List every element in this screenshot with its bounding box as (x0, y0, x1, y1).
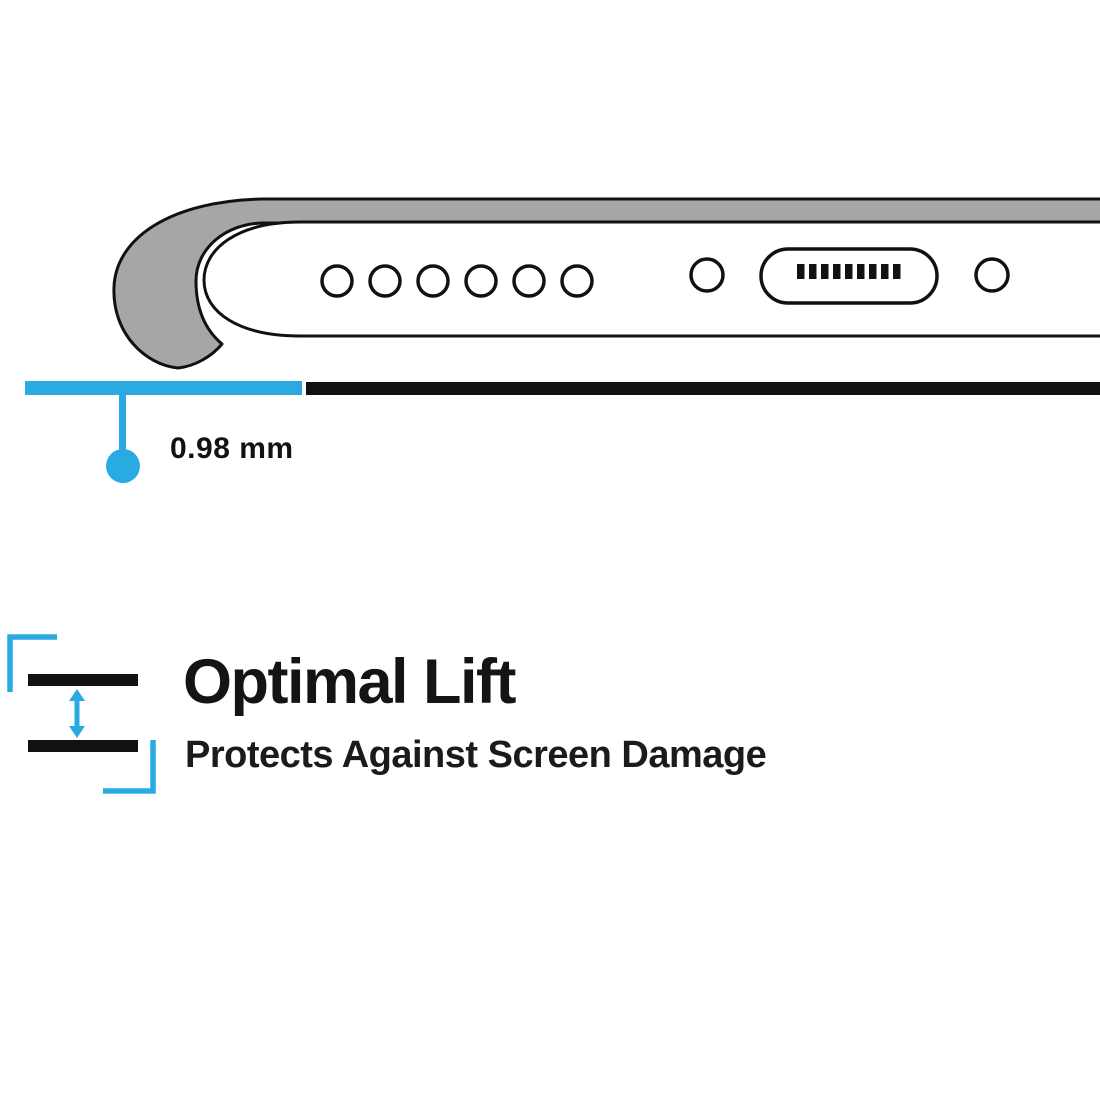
measurement-pointer-line (119, 394, 126, 452)
screw-hole-right (974, 257, 1010, 293)
lift-measurement (25, 381, 1100, 483)
bracket-bottom-right-icon (103, 740, 156, 794)
charging-port-pins (797, 264, 901, 279)
optimal-lift-icon (7, 634, 156, 794)
measurement-pointer-dot (106, 449, 140, 483)
phone-body-group (202, 220, 1100, 338)
charging-port (759, 247, 939, 305)
case-lip-shape (112, 197, 1100, 370)
feature-title: Optimal Lift (183, 647, 516, 717)
speaker-hole (320, 264, 354, 298)
speaker-hole (416, 264, 450, 298)
speaker-holes (320, 264, 594, 298)
feature-subtitle: Protects Against Screen Damage (185, 734, 767, 776)
speaker-hole (512, 264, 546, 298)
speaker-hole (464, 264, 498, 298)
lift-measurement-value: 0.98 mm (170, 432, 294, 465)
bracket-top-left-icon (7, 634, 57, 692)
screw-hole-left (689, 257, 725, 293)
speaker-hole (368, 264, 402, 298)
screen-surface-bar-bottom (28, 740, 138, 752)
case-shell (112, 197, 1100, 370)
vertical-arrow-icon (69, 689, 85, 738)
lift-gap-highlight-bar (25, 381, 302, 395)
screen-surface-bar-top (28, 674, 138, 686)
screen-plane-bar (306, 382, 1100, 395)
speaker-hole (560, 264, 594, 298)
